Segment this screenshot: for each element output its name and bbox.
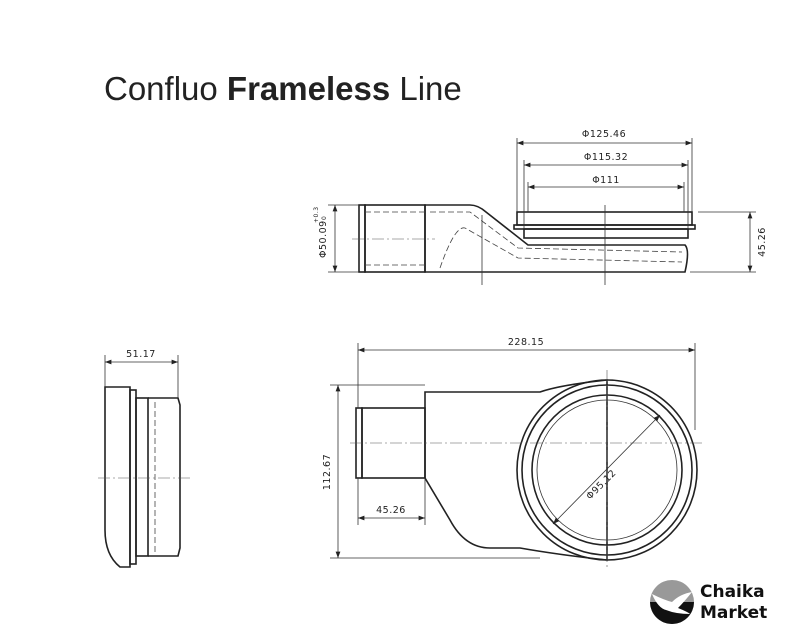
dim-end-width: 51.17 bbox=[126, 349, 156, 360]
dim-side-height: 45.26 bbox=[757, 227, 768, 257]
dim-plan-pipe-length: 45.26 bbox=[376, 505, 406, 516]
title-suffix: Line bbox=[390, 70, 462, 107]
dim-mid-diameter: Φ115.32 bbox=[584, 152, 628, 163]
title-regular: Confluo bbox=[104, 70, 227, 107]
plan-view: Φ95.12 228.15 112.67 45.26 bbox=[322, 337, 705, 570]
dim-pipe-tolerance-lower: 0 bbox=[321, 216, 328, 220]
title-bold: Frameless bbox=[226, 70, 391, 107]
brand-name: Chaika Market bbox=[700, 582, 767, 624]
dim-plan-width: 112.67 bbox=[322, 454, 333, 490]
dim-circle-diameter: Φ95.12 bbox=[584, 468, 618, 502]
dim-pipe-diameter: Φ50.09 bbox=[318, 220, 329, 258]
side-elevation-view: Φ125.46 Φ115.32 Φ111 45.26 Φ50.09 +0.3 0 bbox=[313, 129, 768, 285]
brand-line-1: Chaika bbox=[700, 582, 765, 602]
dim-plan-length: 228.15 bbox=[508, 337, 544, 348]
drawing-title: Confluo Frameless Line bbox=[104, 70, 462, 108]
dim-outer-diameter: Φ125.46 bbox=[582, 129, 626, 140]
end-view: 51.17 bbox=[98, 349, 190, 568]
dim-inner-diameter: Φ111 bbox=[592, 175, 620, 186]
chaika-gull-logo-icon bbox=[650, 580, 694, 624]
dim-pipe-tolerance-upper: +0.3 bbox=[313, 206, 320, 223]
brand-line-2: Market bbox=[700, 603, 768, 623]
